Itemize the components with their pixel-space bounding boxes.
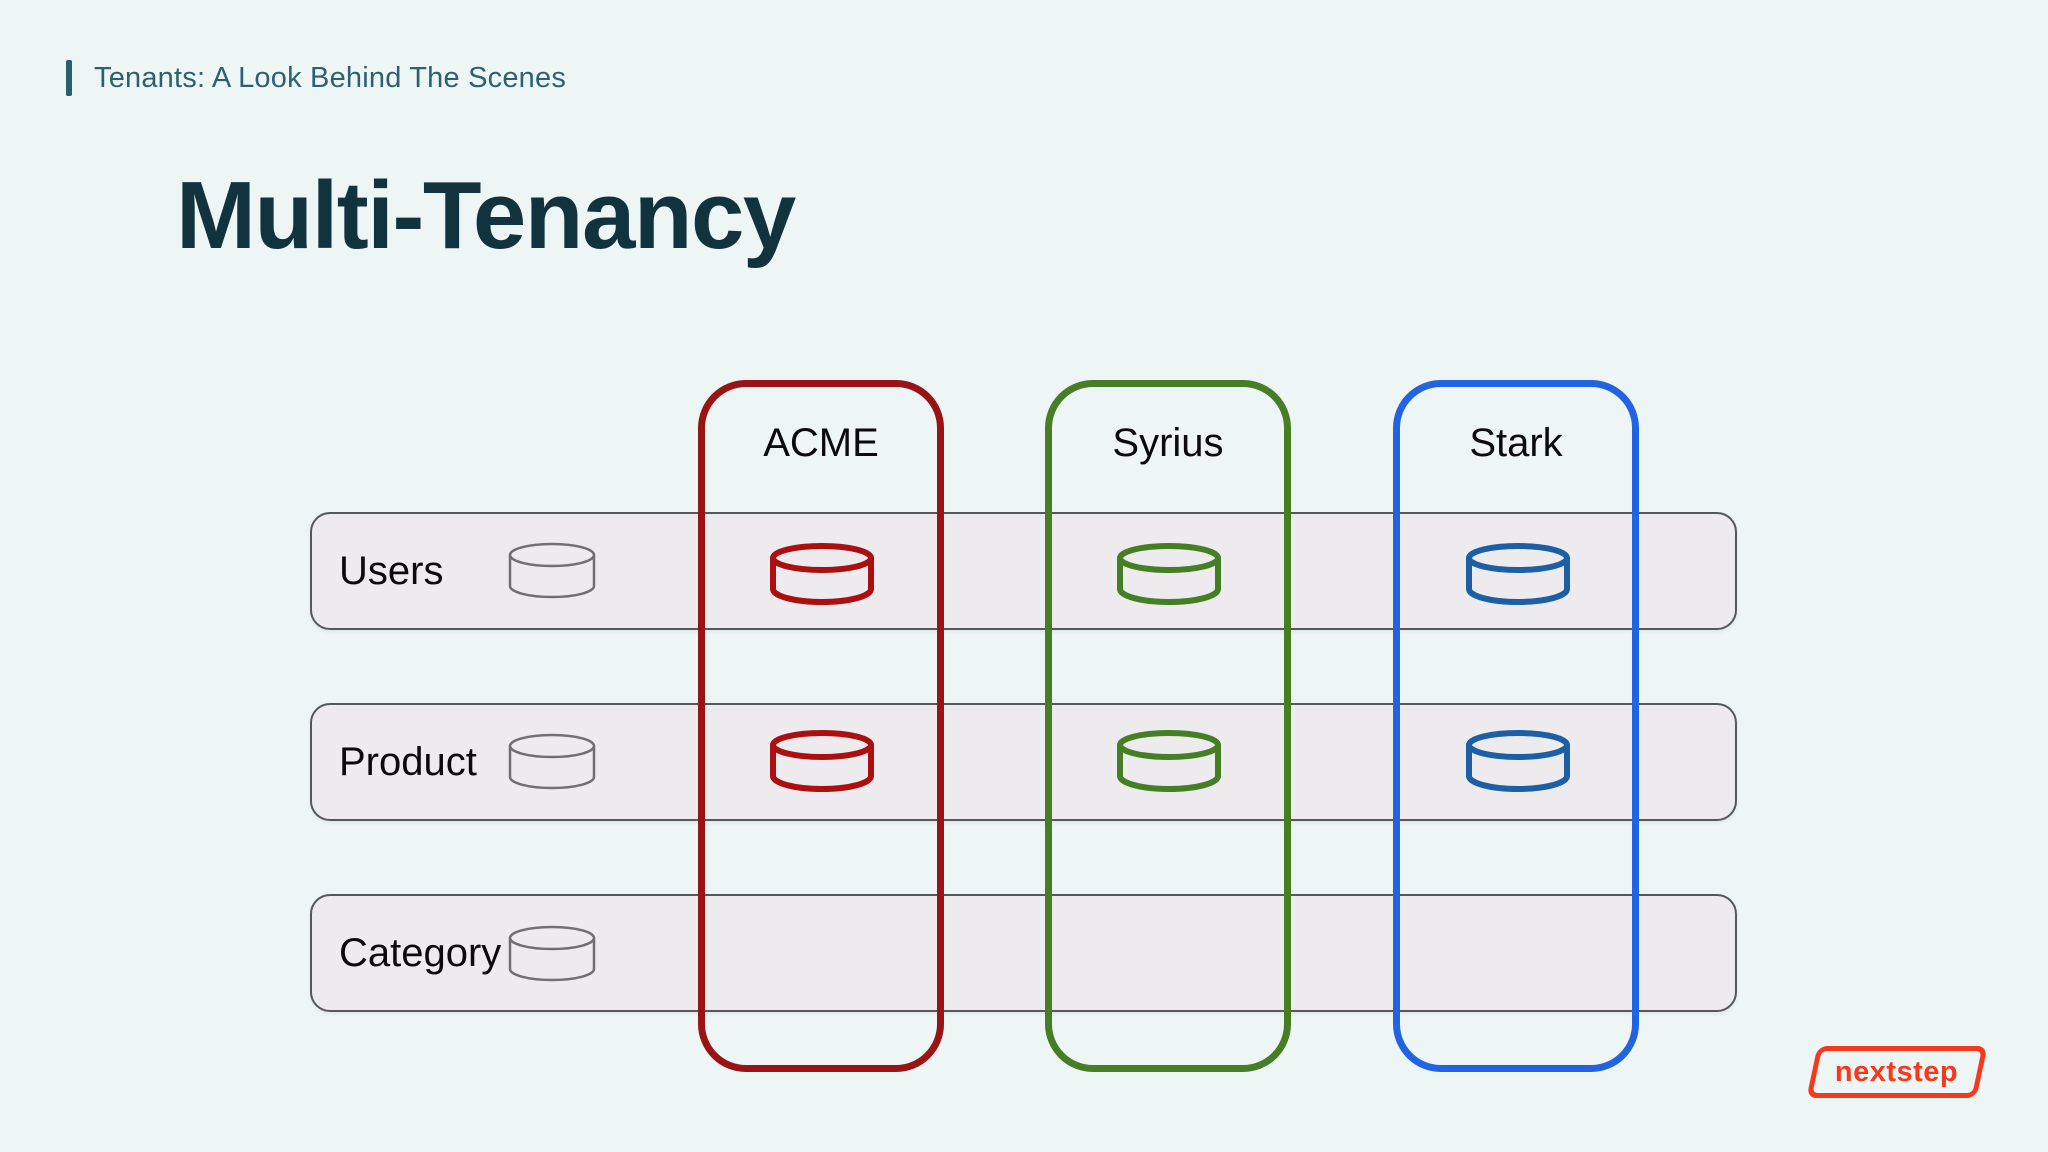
database-icon [508,733,596,790]
accent-bar [66,60,72,96]
nextstep-logo: nextstep [1806,1046,1988,1098]
database-icon-stark [1466,543,1570,605]
entity-row-product: Product [310,703,1737,821]
database-icon [508,925,596,982]
tenant-label: ACME [763,421,879,465]
entity-row-label: Product [339,739,477,784]
slide-header: Tenants: A Look Behind The Scenes [66,58,566,98]
tenant-column-syrius: Syrius [1045,380,1291,1072]
database-icon-syrius [1117,543,1221,605]
entity-row-category: Category [310,894,1737,1012]
database-icon-stark [1466,730,1570,792]
entity-row-label: Category [339,930,502,975]
database-icon-syrius [1117,730,1221,792]
nextstep-logo-text: nextstep [1835,1055,1959,1088]
database-icon-acme [770,543,874,605]
tenant-label: Syrius [1112,421,1224,465]
page-title: Multi-Tenancy [176,162,796,269]
tenant-column-stark: Stark [1393,380,1639,1072]
slide-eyebrow: Tenants: A Look Behind The Scenes [94,61,567,94]
tenant-column-acme: ACME [698,380,944,1072]
database-icon-acme [770,730,874,792]
database-icon [508,542,596,599]
tenant-label: Stark [1469,421,1563,465]
entity-row-label: Users [339,548,444,593]
